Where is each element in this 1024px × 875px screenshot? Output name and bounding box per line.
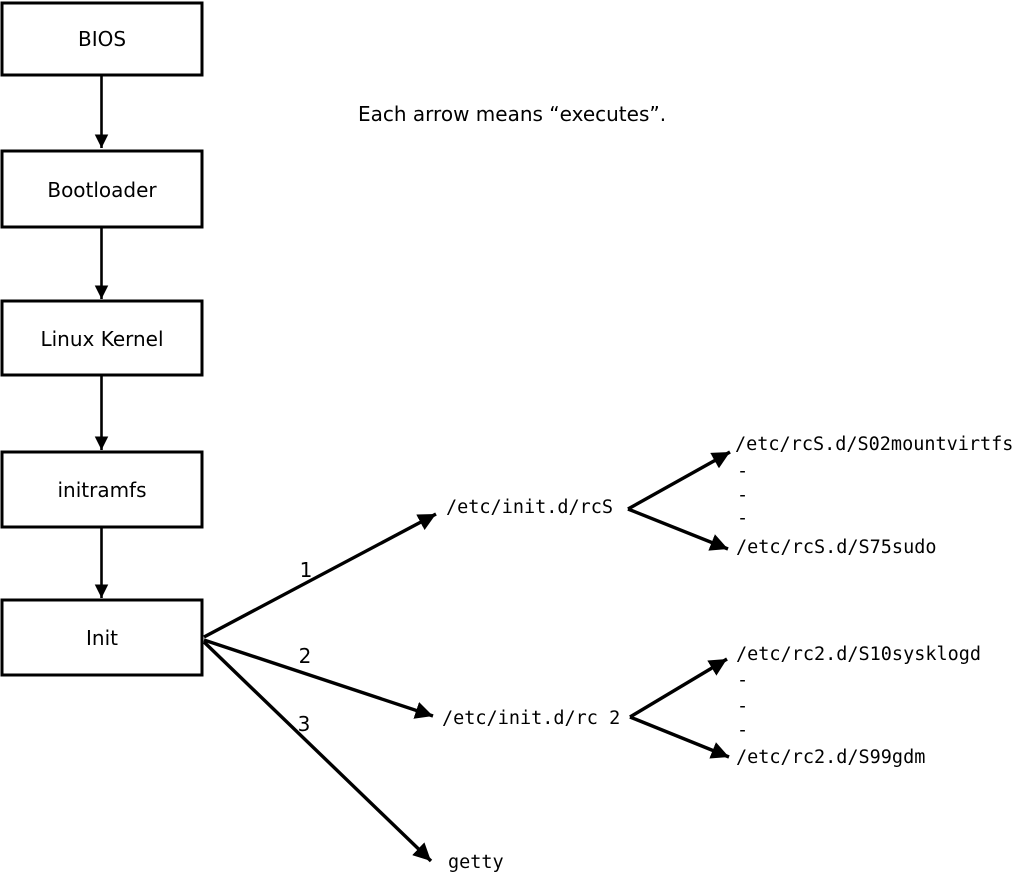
initramfs-box bbox=[0, 450, 204, 529]
node-linux-kernel: Linux Kernel bbox=[0, 299, 204, 377]
rcS-label: /etc/init.d/rcS bbox=[446, 497, 613, 518]
rcS-script-last: /etc/rcS.d/S75sudo bbox=[736, 537, 936, 558]
linux-kernel-label: Linux Kernel bbox=[40, 327, 163, 351]
bootloader-label: Bootloader bbox=[47, 178, 157, 202]
node-init: Init bbox=[0, 598, 204, 677]
arrow-init-to-rcS bbox=[203, 512, 437, 639]
rc2-script-first: /etc/rc2.d/S10sysklogd bbox=[736, 644, 981, 665]
arrow-rc2-to-last-script bbox=[629, 715, 730, 759]
branch-number-3: 3 bbox=[298, 712, 311, 736]
node-initramfs: initramfs bbox=[0, 450, 204, 529]
arrow-rc2-to-first-script bbox=[629, 657, 728, 719]
initramfs-label: initramfs bbox=[57, 478, 146, 502]
arrow-rcS-to-last-script bbox=[627, 507, 729, 551]
rcS-ellipsis-dash-2: - bbox=[737, 485, 748, 506]
rcS-script-first: /etc/rcS.d/S02mountvirtfs bbox=[735, 434, 1013, 455]
node-bios: BIOS bbox=[0, 1, 204, 77]
branch-number-2: 2 bbox=[299, 644, 312, 668]
rc2-ellipsis-dash-1: - bbox=[737, 670, 748, 691]
init-box bbox=[0, 598, 204, 677]
getty-label: getty bbox=[448, 852, 504, 873]
branch-number-1: 1 bbox=[300, 558, 313, 582]
init-label: Init bbox=[86, 626, 118, 650]
rc2-label: /etc/init.d/rc 2 bbox=[442, 708, 620, 729]
rc2-ellipsis-dash-3: - bbox=[737, 720, 748, 741]
rcS-ellipsis-dash-3: - bbox=[737, 508, 748, 529]
arrow-init-to-getty bbox=[202, 640, 433, 863]
bootloader-box bbox=[0, 149, 204, 229]
rc2-ellipsis-dash-2: - bbox=[737, 696, 748, 717]
node-bootloader: Bootloader bbox=[0, 149, 204, 229]
legend-note: Each arrow means “executes”. bbox=[358, 102, 666, 126]
arrow-rcS-to-first-script bbox=[627, 450, 731, 511]
bios-box bbox=[0, 1, 204, 77]
rc2-script-last: /etc/rc2.d/S99gdm bbox=[736, 747, 925, 768]
rcS-ellipsis-dash-1: - bbox=[737, 461, 748, 482]
bios-label: BIOS bbox=[78, 27, 126, 51]
arrow-init-to-rc2 bbox=[203, 638, 434, 719]
